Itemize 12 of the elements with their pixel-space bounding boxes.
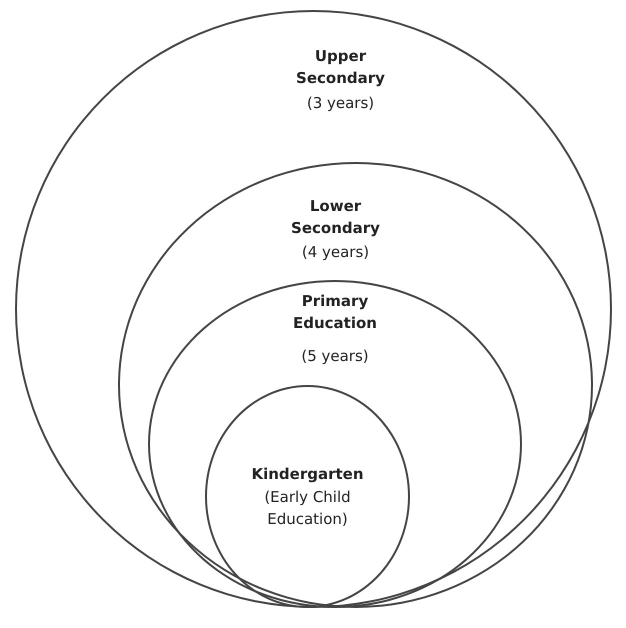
duration-label: (Early Child Education) <box>263 487 352 530</box>
duration-label: (3 years) <box>306 93 376 114</box>
stage-label: Upper Secondary <box>295 46 386 89</box>
stage-label: Primary Education <box>292 291 378 334</box>
nested-circle <box>118 162 593 608</box>
nested-circle <box>205 385 410 608</box>
duration-label: (4 years) <box>300 242 370 263</box>
stage-label: Lower Secondary <box>290 196 381 239</box>
stage-label: Kindergarten <box>250 464 365 485</box>
nested-circle <box>148 280 522 608</box>
nested-circle <box>15 10 612 608</box>
duration-label: (5 years) <box>300 346 370 367</box>
